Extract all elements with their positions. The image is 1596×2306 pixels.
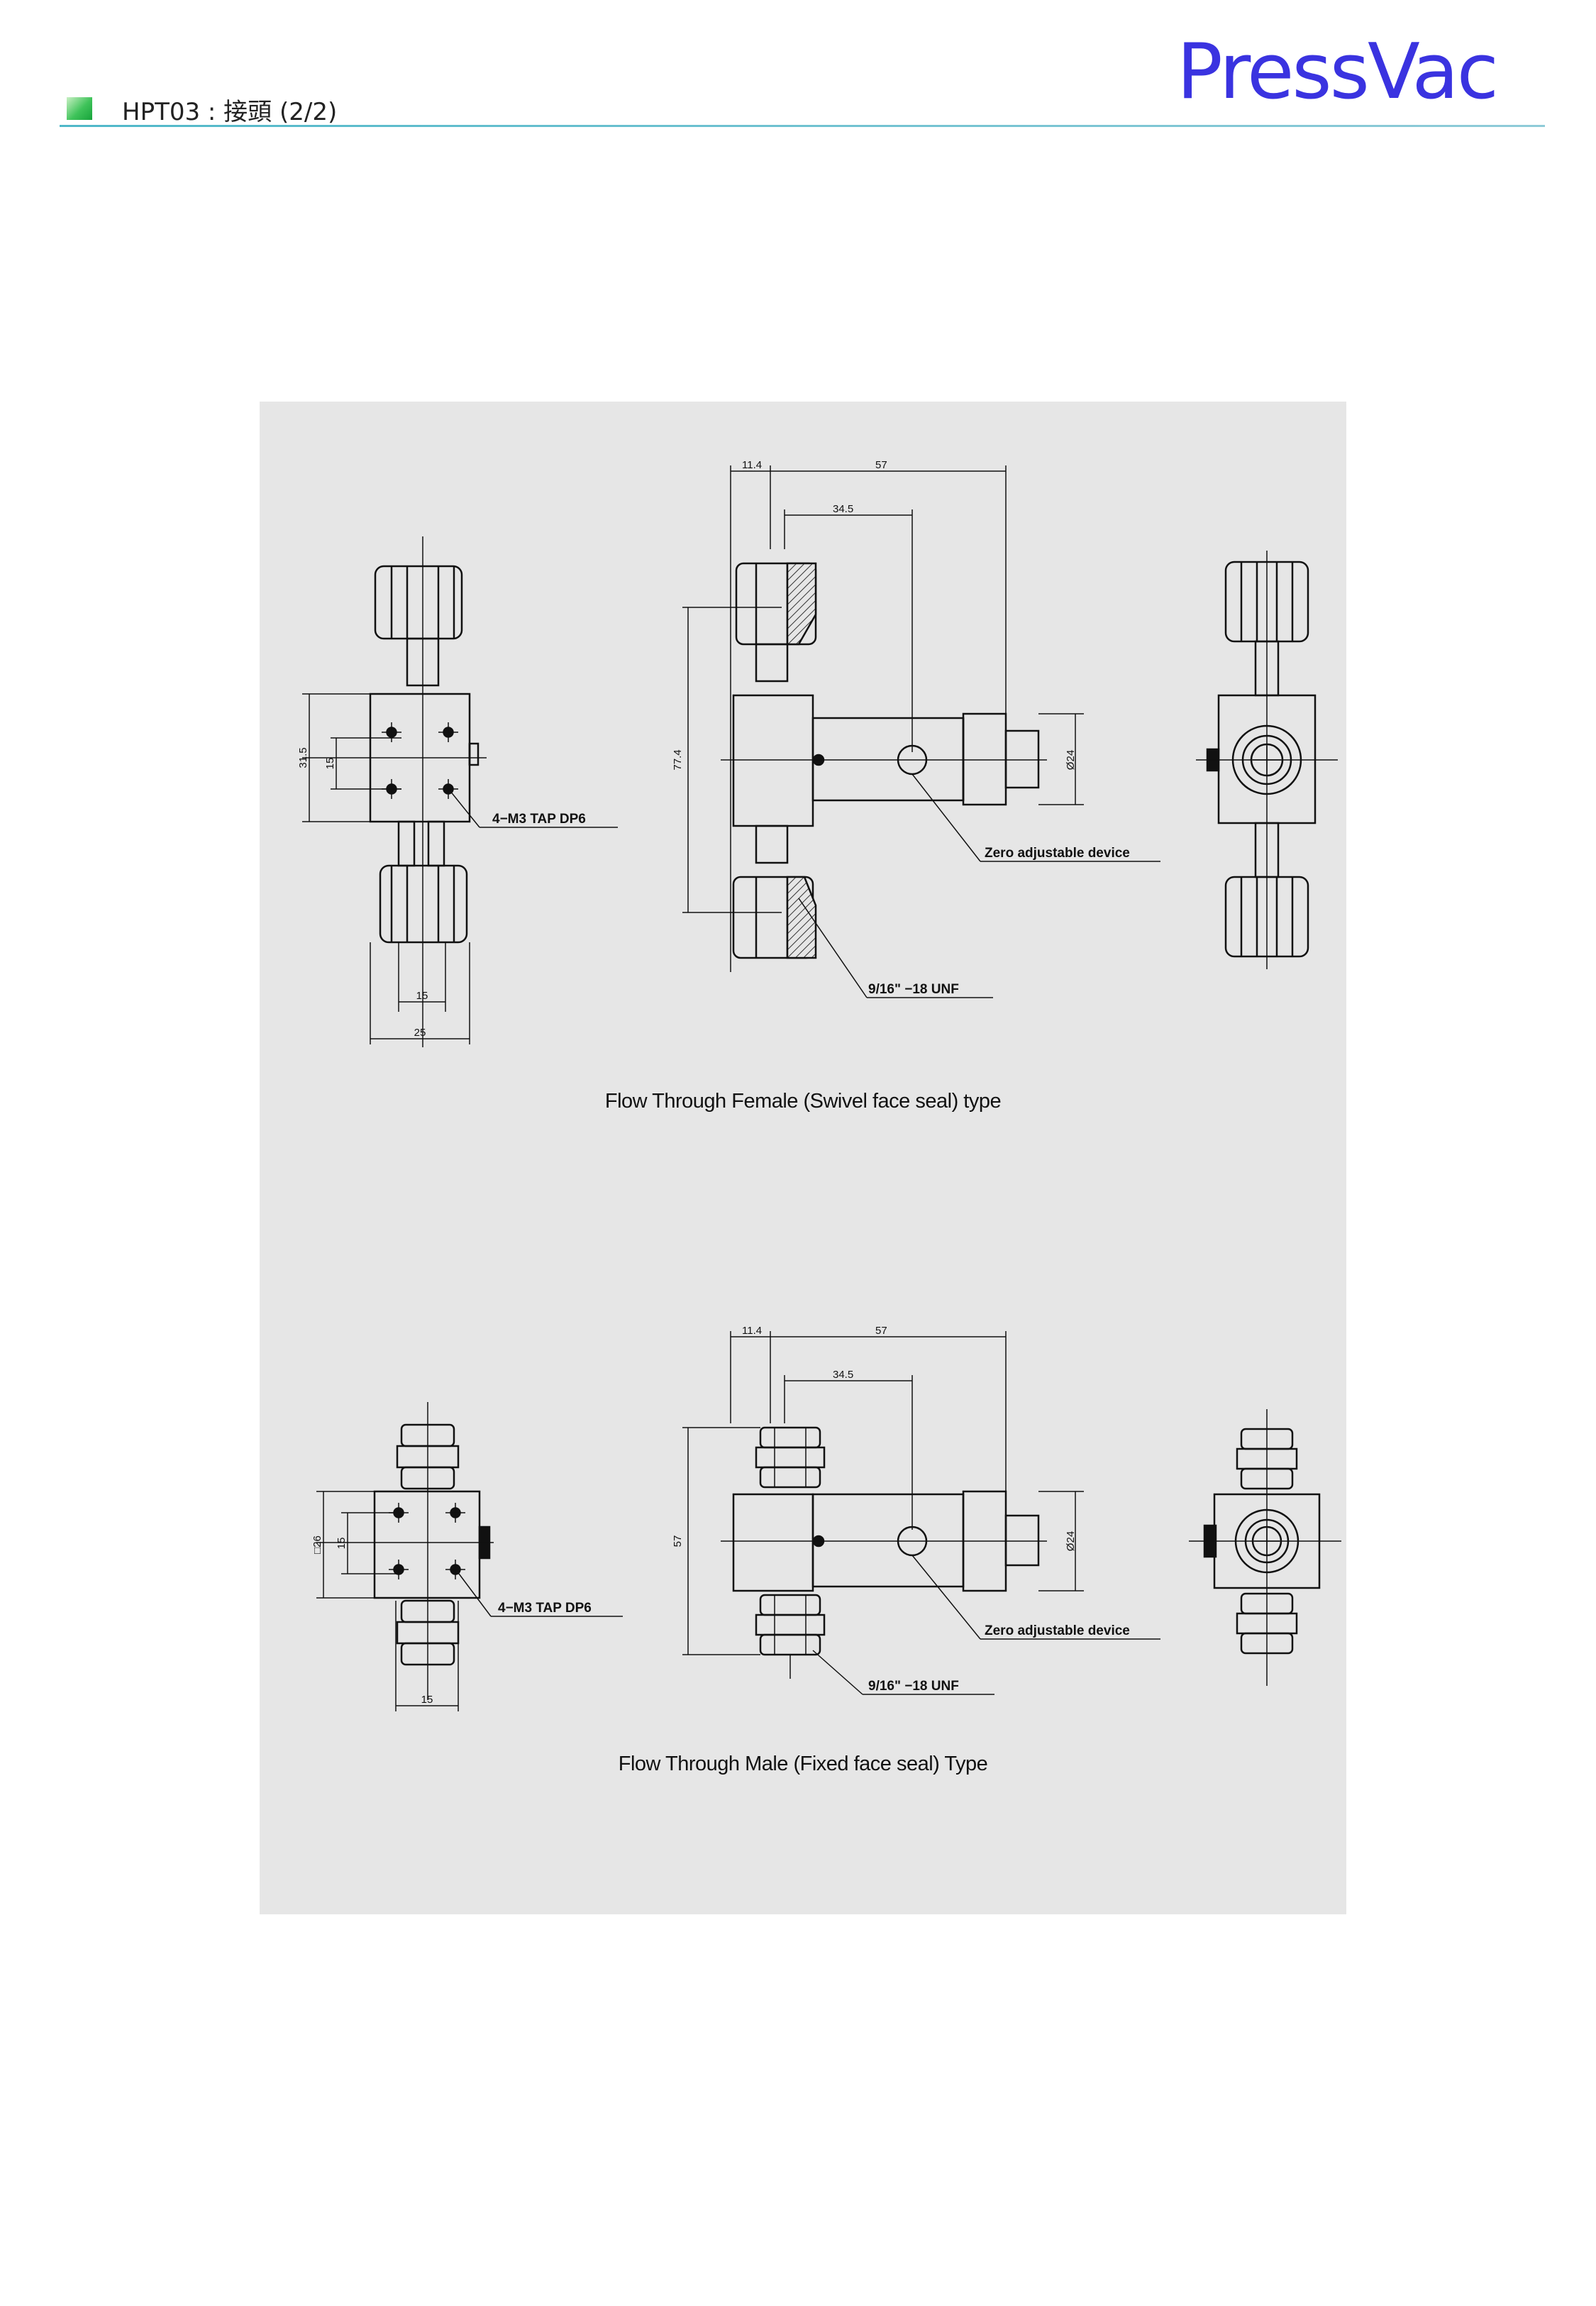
male-center-view	[682, 1331, 1160, 1695]
page-header: HPT03 : 接頭 (2/2) PressVac	[0, 0, 1596, 135]
zero-adjust-label-b: Zero adjustable device	[985, 1623, 1130, 1638]
dim-57-b: 57	[875, 1325, 887, 1337]
dim-15-horizontal: 15	[416, 990, 428, 1002]
dim-dia-24: Ø24	[1065, 750, 1077, 770]
dim-11-4: 11.4	[742, 459, 762, 471]
caption-female: Flow Through Female (Swivel face seal) t…	[604, 1090, 1002, 1113]
dim-11-4-b: 11.4	[742, 1325, 762, 1337]
dim-34-5-b: 34.5	[833, 1369, 853, 1381]
dim-34-5: 34.5	[833, 503, 853, 515]
unf-label-b: 9/16" −18 UNF	[868, 1679, 959, 1694]
zero-adjust-label: Zero adjustable device	[985, 846, 1130, 861]
dim-77-4: 77.4	[672, 749, 684, 770]
dim-57-vertical: 57	[672, 1535, 684, 1548]
page-title: HPT03 : 接頭 (2/2)	[122, 98, 338, 126]
dim-15-horizontal-b: 15	[421, 1694, 433, 1706]
green-square-icon	[67, 97, 92, 120]
header-rule	[60, 125, 1545, 127]
drawing-panel: 11.4 57 34.5 77.4 Ø24 31.5 15 15 25 4−M3…	[260, 402, 1346, 1914]
dim-dia-24-b: Ø24	[1065, 1531, 1077, 1551]
dim-57: 57	[875, 459, 887, 471]
dim-15-vertical: 15	[324, 758, 336, 770]
male-left-view	[316, 1402, 623, 1711]
caption-male: Flow Through Male (Fixed face seal) Type	[618, 1753, 988, 1775]
dim-25: 25	[414, 1027, 426, 1039]
male-right-view	[1189, 1409, 1341, 1686]
dim-31-5: 31.5	[297, 747, 309, 768]
female-right-view	[1196, 551, 1338, 969]
tap-label-b: 4−M3 TAP DP6	[498, 1601, 592, 1616]
unf-label: 9/16" −18 UNF	[868, 982, 959, 997]
brand-logo: PressVac	[1176, 28, 1499, 116]
female-left-view	[302, 536, 618, 1047]
dim-15-vertical-b: 15	[336, 1538, 348, 1550]
technical-drawing: 11.4 57 34.5 77.4 Ø24 31.5 15 15 25 4−M3…	[297, 459, 1341, 1711]
tap-label: 4−M3 TAP DP6	[492, 812, 586, 827]
dim-square-26: □26	[311, 1535, 323, 1554]
female-center-view	[682, 465, 1160, 998]
